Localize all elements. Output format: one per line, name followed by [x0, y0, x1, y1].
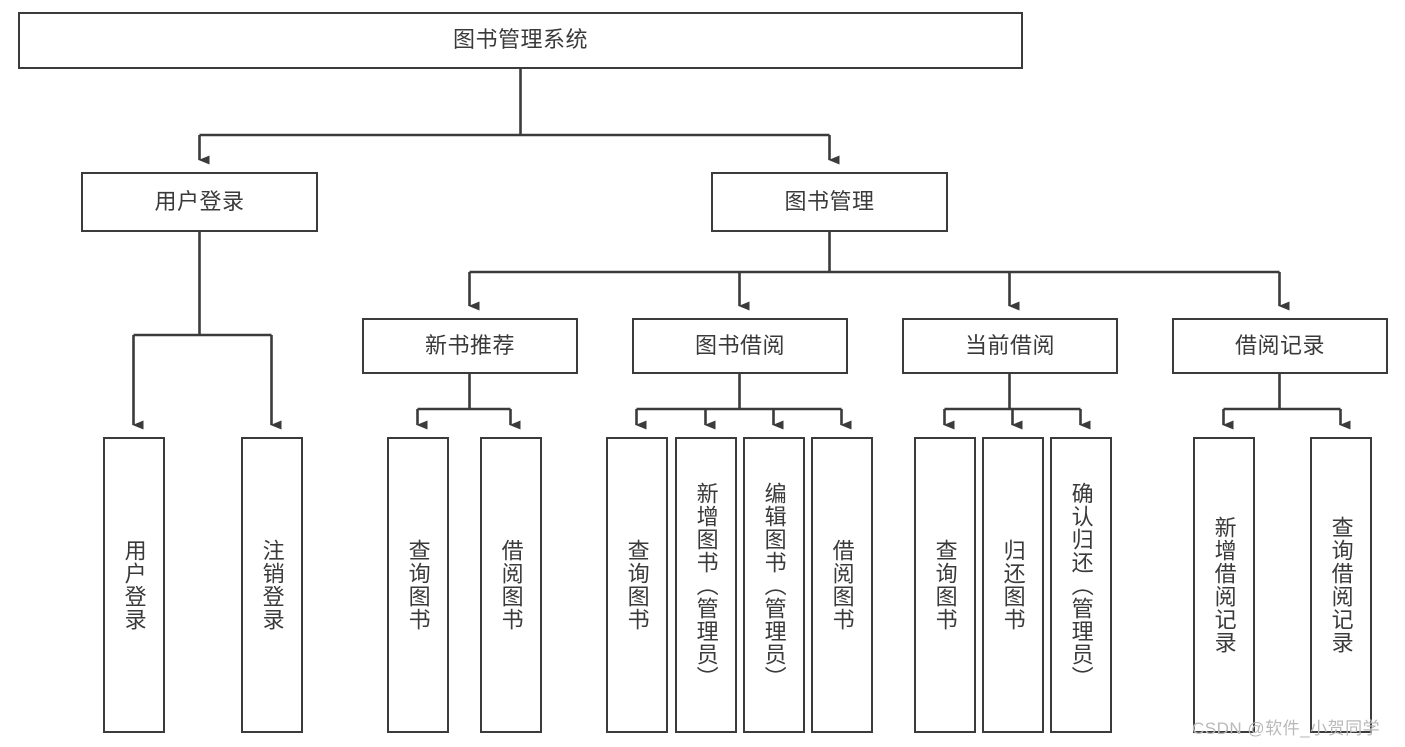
node-leaf-borrow-book-2[interactable]: 借阅图书 [811, 437, 873, 733]
node-leaf-return-book[interactable]: 归还图书 [982, 437, 1044, 733]
node-leaf-query-book-3-label: 查询图书 [932, 539, 958, 631]
node-book-manage-label: 图书管理 [784, 188, 875, 214]
node-leaf-query-book-1-label: 查询图书 [405, 539, 431, 631]
node-current-borrow-label: 当前借阅 [964, 332, 1055, 358]
node-book-borrow[interactable]: 图书借阅 [632, 318, 848, 374]
node-user-login[interactable]: 用户登录 [81, 172, 318, 232]
watermark: CSDN @软件_小贺同学 [1192, 719, 1381, 738]
node-leaf-user-login-label: 用户登录 [121, 539, 147, 631]
node-leaf-user-login[interactable]: 用户登录 [103, 437, 165, 733]
node-leaf-add-book-label: 新增图书（管理员） [693, 481, 719, 689]
node-book-manage[interactable]: 图书管理 [711, 172, 948, 232]
node-borrow-record-label: 借阅记录 [1234, 332, 1325, 358]
node-leaf-query-borrow-record[interactable]: 查询借阅记录 [1310, 437, 1372, 733]
node-leaf-confirm-return-label: 确认归还（管理员） [1068, 481, 1094, 689]
node-leaf-borrow-book-1-label: 借阅图书 [498, 539, 524, 631]
node-user-login-label: 用户登录 [154, 188, 245, 214]
node-root-label: 图书管理系统 [452, 27, 588, 53]
node-leaf-query-book-1[interactable]: 查询图书 [387, 437, 449, 733]
node-leaf-query-book-2-label: 查询图书 [624, 539, 650, 631]
node-book-borrow-label: 图书借阅 [694, 332, 785, 358]
node-leaf-query-book-3[interactable]: 查询图书 [914, 437, 976, 733]
node-leaf-query-borrow-record-label: 查询借阅记录 [1328, 516, 1354, 654]
node-leaf-add-borrow-record[interactable]: 新增借阅记录 [1193, 437, 1255, 733]
node-leaf-user-logout[interactable]: 注销登录 [241, 437, 303, 733]
node-leaf-add-book[interactable]: 新增图书（管理员） [675, 437, 737, 733]
node-leaf-borrow-book-2-label: 借阅图书 [829, 539, 855, 631]
node-leaf-borrow-book-1[interactable]: 借阅图书 [480, 437, 542, 733]
node-new-book-recommend-label: 新书推荐 [424, 332, 515, 358]
node-leaf-return-book-label: 归还图书 [1000, 539, 1026, 631]
node-root[interactable]: 图书管理系统 [18, 12, 1023, 69]
node-current-borrow[interactable]: 当前借阅 [902, 318, 1118, 374]
node-leaf-add-borrow-record-label: 新增借阅记录 [1211, 516, 1237, 654]
node-leaf-user-logout-label: 注销登录 [259, 539, 285, 631]
node-leaf-edit-book-label: 编辑图书（管理员） [761, 481, 787, 689]
node-leaf-query-book-2[interactable]: 查询图书 [606, 437, 668, 733]
node-leaf-edit-book[interactable]: 编辑图书（管理员） [743, 437, 805, 733]
node-new-book-recommend[interactable]: 新书推荐 [362, 318, 578, 374]
node-leaf-confirm-return[interactable]: 确认归还（管理员） [1050, 437, 1112, 733]
node-borrow-record[interactable]: 借阅记录 [1172, 318, 1388, 374]
